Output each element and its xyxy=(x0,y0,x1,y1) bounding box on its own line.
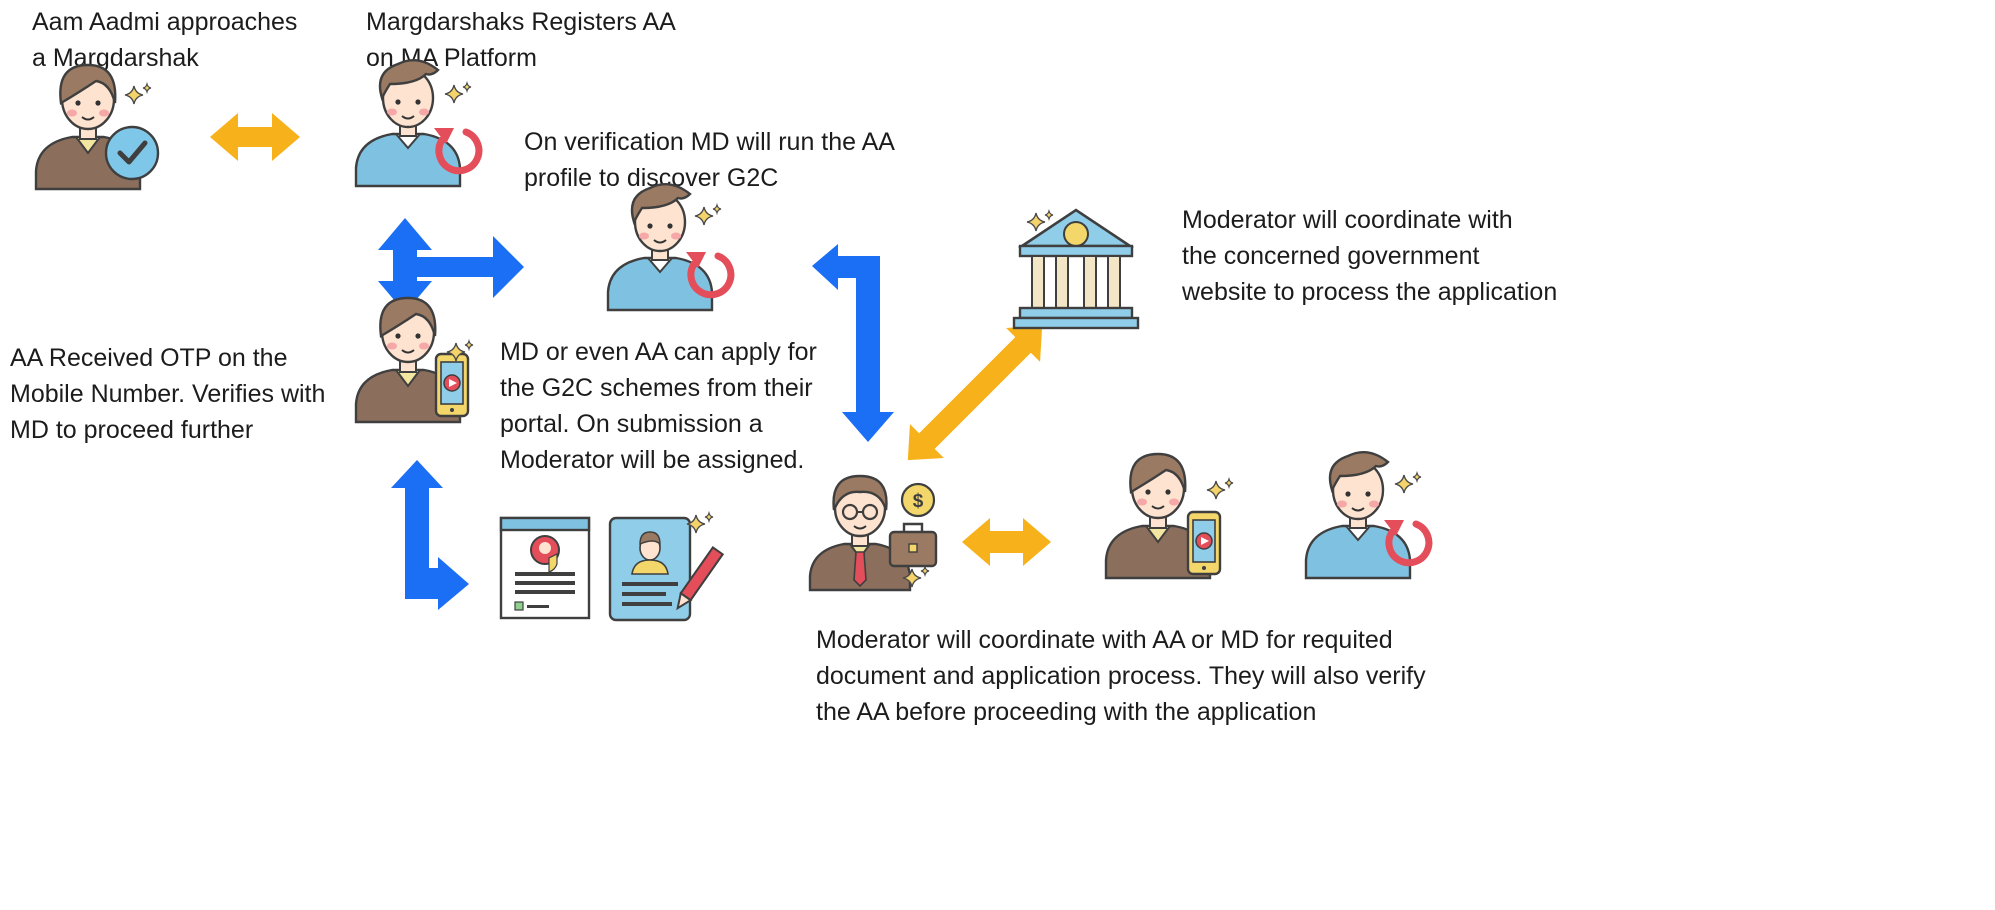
caption-aam-aadmi: Aam Aadmi approaches a Margdarshak xyxy=(32,8,298,72)
moderator-dollar-briefcase-icon: $ xyxy=(808,474,938,592)
form-edit-icon xyxy=(608,512,725,622)
document-profile-icon xyxy=(499,516,591,620)
double-arrow-yellow-diagonal xyxy=(907,325,1043,461)
caption-government: Moderator will coordinate with the conce… xyxy=(1182,206,1558,306)
caption-moderator: Moderator will coordinate with AA or MD … xyxy=(816,626,1426,726)
double-arrow-yellow-bottom xyxy=(962,518,1051,566)
person-mobile-icon xyxy=(354,296,474,424)
person-mobile-icon xyxy=(1104,452,1234,580)
caption-verification: On verification MD will run the AA profi… xyxy=(524,128,895,192)
person-refresh-icon xyxy=(606,182,731,312)
caption-apply: MD or even AA can apply for the G2C sche… xyxy=(500,338,817,474)
person-checkmark-icon xyxy=(34,63,160,191)
arrow-blue-l-right xyxy=(391,460,469,610)
double-arrow-blue-vertical-upper xyxy=(378,218,432,313)
caption-otp: AA Received OTP on the Mobile Number. Ve… xyxy=(10,344,326,444)
arrow-blue-down-right xyxy=(812,244,894,442)
person-refresh-icon xyxy=(354,58,479,188)
svg-text:$: $ xyxy=(913,491,924,512)
arrow-blue-right-upper xyxy=(408,236,524,298)
government-building-icon xyxy=(1012,208,1140,330)
person-refresh-icon xyxy=(1304,450,1429,580)
double-arrow-yellow-top xyxy=(210,113,300,161)
